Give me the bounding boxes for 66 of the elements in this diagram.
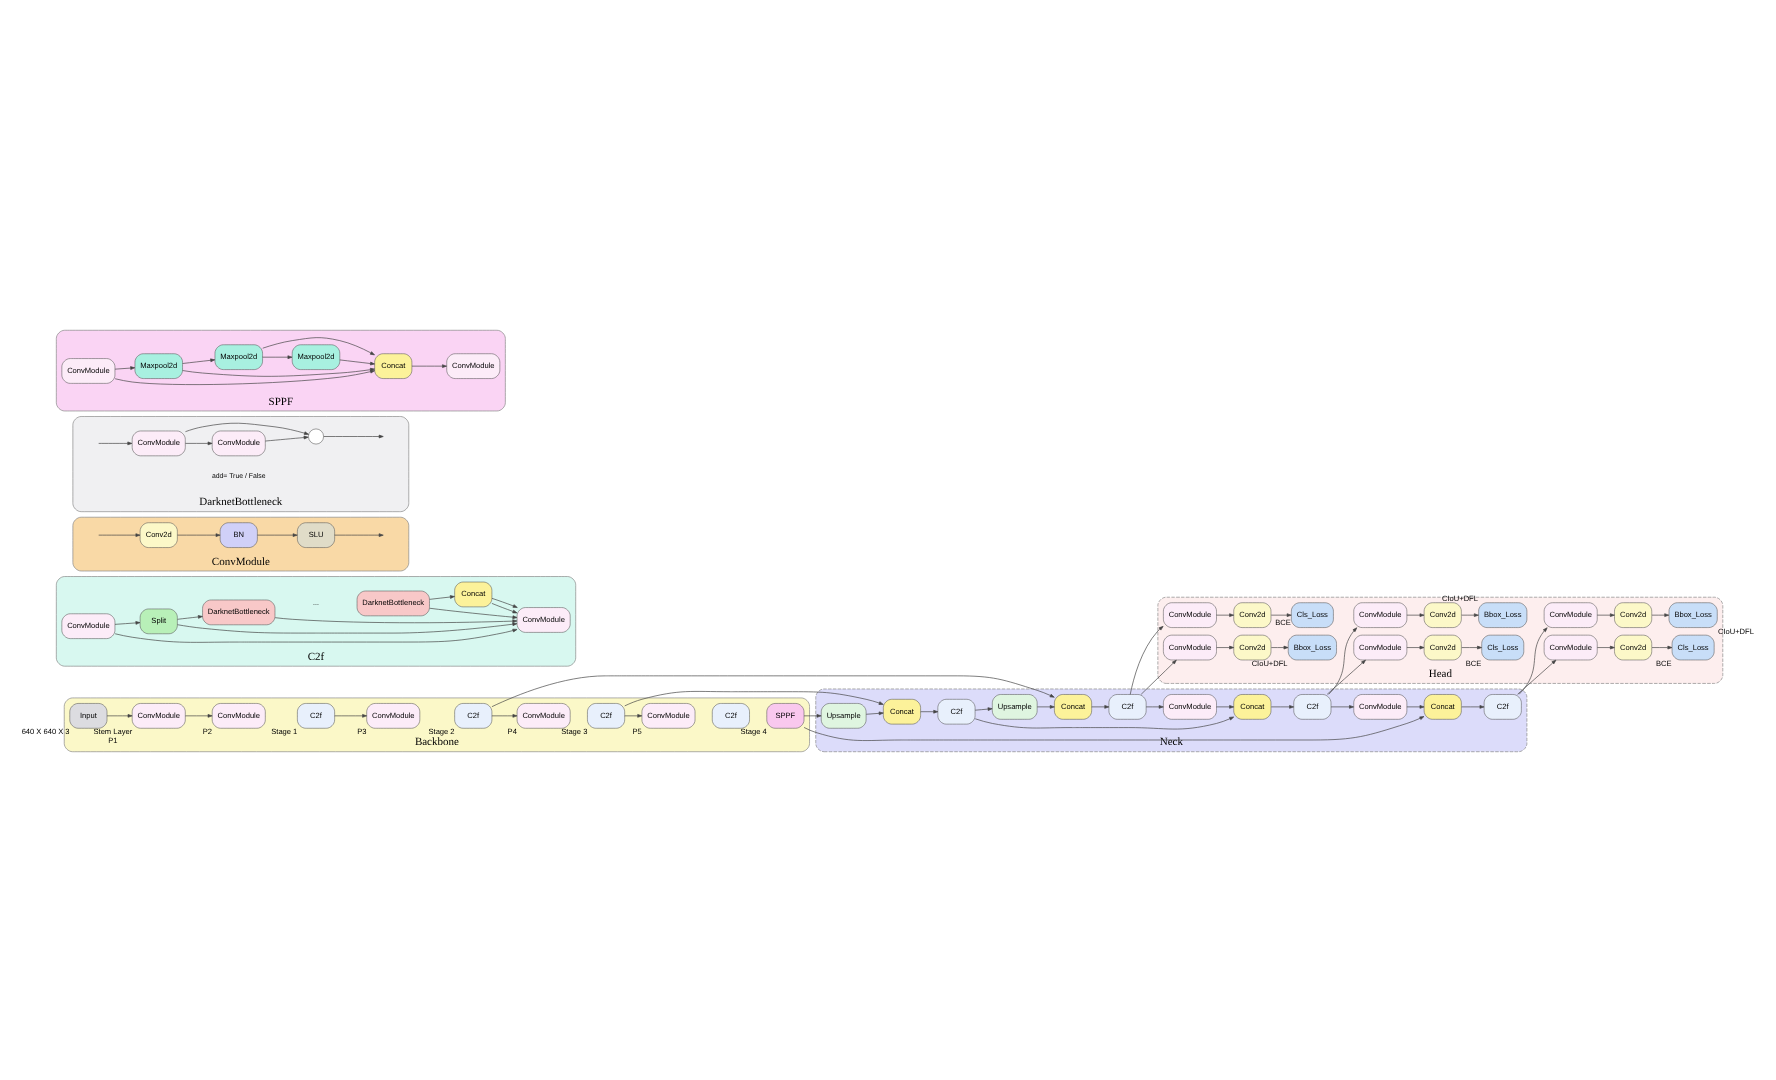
arrow [411,363,447,367]
arrow [1406,704,1425,708]
arrow [1270,644,1289,649]
arrow [1270,704,1294,708]
arrow [98,532,141,536]
arrow [920,708,939,713]
arrow [98,440,133,445]
arrow [1596,644,1615,649]
arrow [334,713,368,717]
arrow [274,616,518,623]
arrow [1091,704,1110,708]
arrow [185,440,213,445]
arrow [974,715,1235,729]
arrow [624,690,884,706]
arrow [1596,612,1615,616]
arrow [1216,612,1235,616]
arrow [429,594,455,599]
arrow [1326,658,1366,694]
arrow [1518,626,1548,694]
arrow [339,358,375,365]
node-circle [308,427,324,444]
arrow [185,713,213,717]
arrow [177,532,221,536]
arrow [491,713,518,717]
arrow [429,606,518,618]
arrow [114,627,518,642]
arrow [1330,704,1354,708]
arrow [1517,658,1557,694]
arrow [323,433,384,438]
arrow [182,357,216,363]
arrow [491,674,1055,706]
arrow [1406,612,1425,616]
arrow [491,597,518,607]
arrow [185,421,309,434]
arrow [1461,704,1485,708]
arrow [265,434,309,441]
arrow [974,706,993,710]
arrow [257,532,298,536]
arrow [1140,658,1177,694]
arrow [1216,704,1235,708]
arrow [1129,625,1164,694]
arrow [1270,612,1292,616]
arrow [624,713,643,717]
arrow [114,365,136,369]
arrow [1145,704,1164,708]
arrow [177,621,518,633]
arrow [262,336,375,355]
arrow [1328,626,1358,694]
arrow [803,715,1425,740]
arrow [1036,704,1055,708]
arrow [114,620,141,624]
arrow [177,614,203,619]
arrow [803,713,822,717]
arrow [1406,644,1425,649]
arrow [114,368,375,384]
arrow [1461,644,1482,649]
arrow [182,366,375,376]
arrow [491,602,518,613]
arrow [1216,644,1235,649]
arrow [1651,644,1673,649]
arrow [334,532,384,536]
arrow [262,354,293,358]
arrow [865,710,884,715]
arrow [1651,612,1670,616]
arrow [1461,612,1479,616]
arrow [106,713,133,717]
